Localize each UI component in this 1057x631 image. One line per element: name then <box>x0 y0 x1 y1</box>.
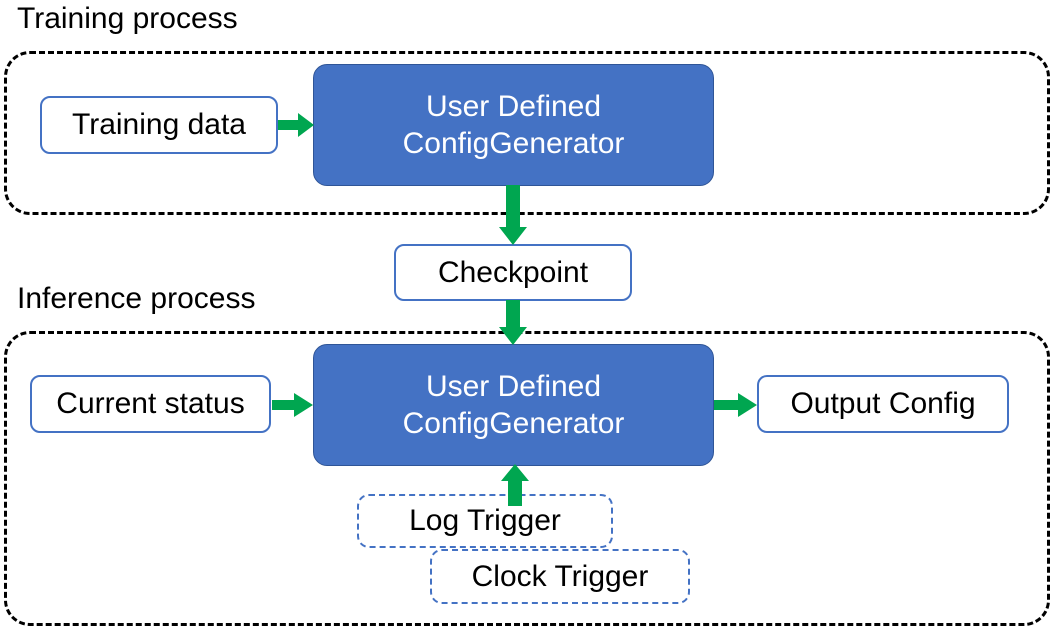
training-process-group <box>4 51 1050 215</box>
node-training-config-generator-line2: ConfigGenerator <box>402 127 625 160</box>
node-training-config-generator-line1: User Defined <box>425 90 602 123</box>
node-inference-config-generator[interactable]: User Defined ConfigGenerator <box>313 344 714 466</box>
node-current-status[interactable]: Current status <box>30 375 271 433</box>
node-inference-config-generator-line1: User Defined <box>425 370 602 403</box>
node-log-trigger[interactable]: Log Trigger <box>357 494 613 548</box>
training-process-title: Training process <box>17 2 238 35</box>
node-clock-trigger[interactable]: Clock Trigger <box>430 549 690 604</box>
node-output-config[interactable]: Output Config <box>757 375 1009 433</box>
node-training-data[interactable]: Training data <box>40 96 278 154</box>
node-checkpoint[interactable]: Checkpoint <box>394 244 632 301</box>
arrow-training-data-to-generator <box>278 112 318 138</box>
arrow-current-status-to-generator <box>272 392 316 418</box>
arrow-triggers-to-generator <box>500 464 530 506</box>
node-training-config-generator[interactable]: User Defined ConfigGenerator <box>313 64 714 186</box>
arrow-generator-to-output-config <box>714 392 760 418</box>
node-inference-config-generator-line2: ConfigGenerator <box>402 407 625 440</box>
inference-process-group <box>4 331 1050 626</box>
inference-process-title: Inference process <box>17 282 256 315</box>
arrow-checkpoint-to-inference-generator <box>498 300 528 346</box>
arrow-generator-to-checkpoint <box>498 185 528 247</box>
